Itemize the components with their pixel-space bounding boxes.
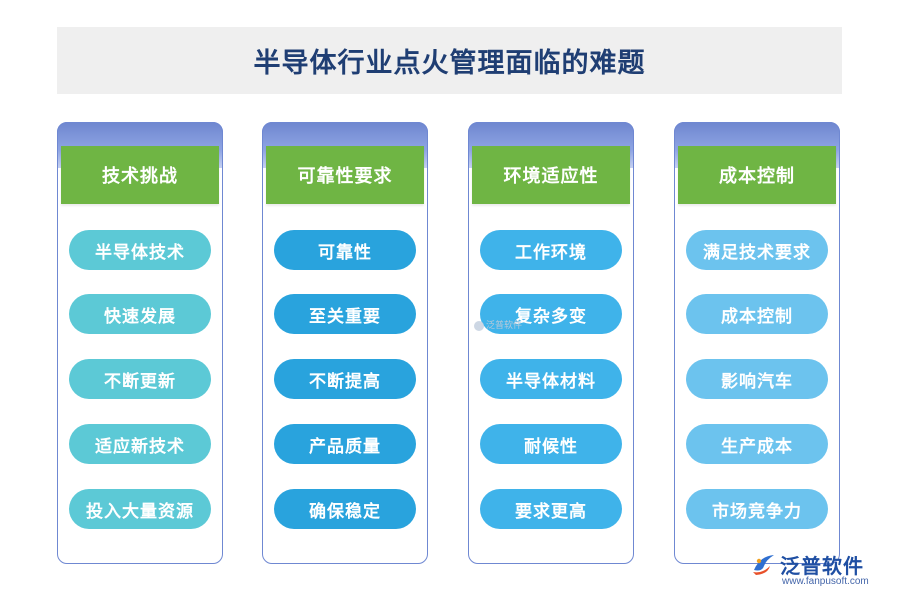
column-header-label: 成本控制: [719, 166, 795, 187]
list-item: 生产成本: [686, 424, 828, 464]
list-item: 不断更新: [69, 359, 211, 399]
column-frame: [57, 122, 223, 564]
title-banner: 半导体行业点火管理面临的难题: [57, 27, 842, 94]
column-header: 环境适应性: [472, 146, 630, 204]
list-item: 快速发展: [69, 294, 211, 334]
column-header: 成本控制: [678, 146, 836, 204]
column-technical-challenge: 技术挑战 半导体技术 快速发展 不断更新 适应新技术 投入大量资源: [57, 122, 223, 564]
brand-logo-icon: [753, 555, 774, 575]
brand-name: 泛普软件: [780, 554, 864, 578]
list-item: 投入大量资源: [69, 489, 211, 529]
list-item: 要求更高: [480, 489, 622, 529]
watermark-logo-icon: [474, 320, 484, 331]
column-frame: [468, 122, 634, 564]
column-header-label: 技术挑战: [102, 166, 178, 187]
list-item: 至关重要: [274, 294, 416, 334]
list-item: 成本控制: [686, 294, 828, 334]
column-header-label: 环境适应性: [503, 166, 599, 187]
column-header-label: 可靠性要求: [297, 166, 393, 187]
list-item: 工作环境: [480, 230, 622, 270]
column-environment: 环境适应性 工作环境 复杂多变 半导体材料 耐候性 要求更高: [468, 122, 634, 564]
list-item: 市场竞争力: [686, 489, 828, 529]
list-item: 产品质量: [274, 424, 416, 464]
column-reliability: 可靠性要求 可靠性 至关重要 不断提高 产品质量 确保稳定: [262, 122, 428, 564]
watermark-text: 泛普软件: [486, 321, 523, 331]
brand-url: www.fanpusoft.com: [782, 576, 869, 587]
list-item: 满足技术要求: [686, 230, 828, 270]
column-header: 可靠性要求: [266, 146, 424, 204]
list-item: 复杂多变: [480, 294, 622, 334]
list-item: 可靠性: [274, 230, 416, 270]
list-item: 影响汽车: [686, 359, 828, 399]
brand-logo-block: 泛普软件 www.fanpusoft.com: [750, 548, 890, 592]
column-cost-control: 成本控制 满足技术要求 成本控制 影响汽车 生产成本 市场竞争力: [674, 122, 840, 564]
list-item: 不断提高: [274, 359, 416, 399]
column-frame: [262, 122, 428, 564]
list-item: 耐候性: [480, 424, 622, 464]
list-item: 确保稳定: [274, 489, 416, 529]
list-item: 半导体技术: [69, 230, 211, 270]
list-item: 适应新技术: [69, 424, 211, 464]
column-frame: [674, 122, 840, 564]
page-title: 半导体行业点火管理面临的难题: [253, 48, 646, 79]
watermark: 泛普软件: [474, 318, 522, 331]
column-header: 技术挑战: [61, 146, 219, 204]
list-item: 半导体材料: [480, 359, 622, 399]
